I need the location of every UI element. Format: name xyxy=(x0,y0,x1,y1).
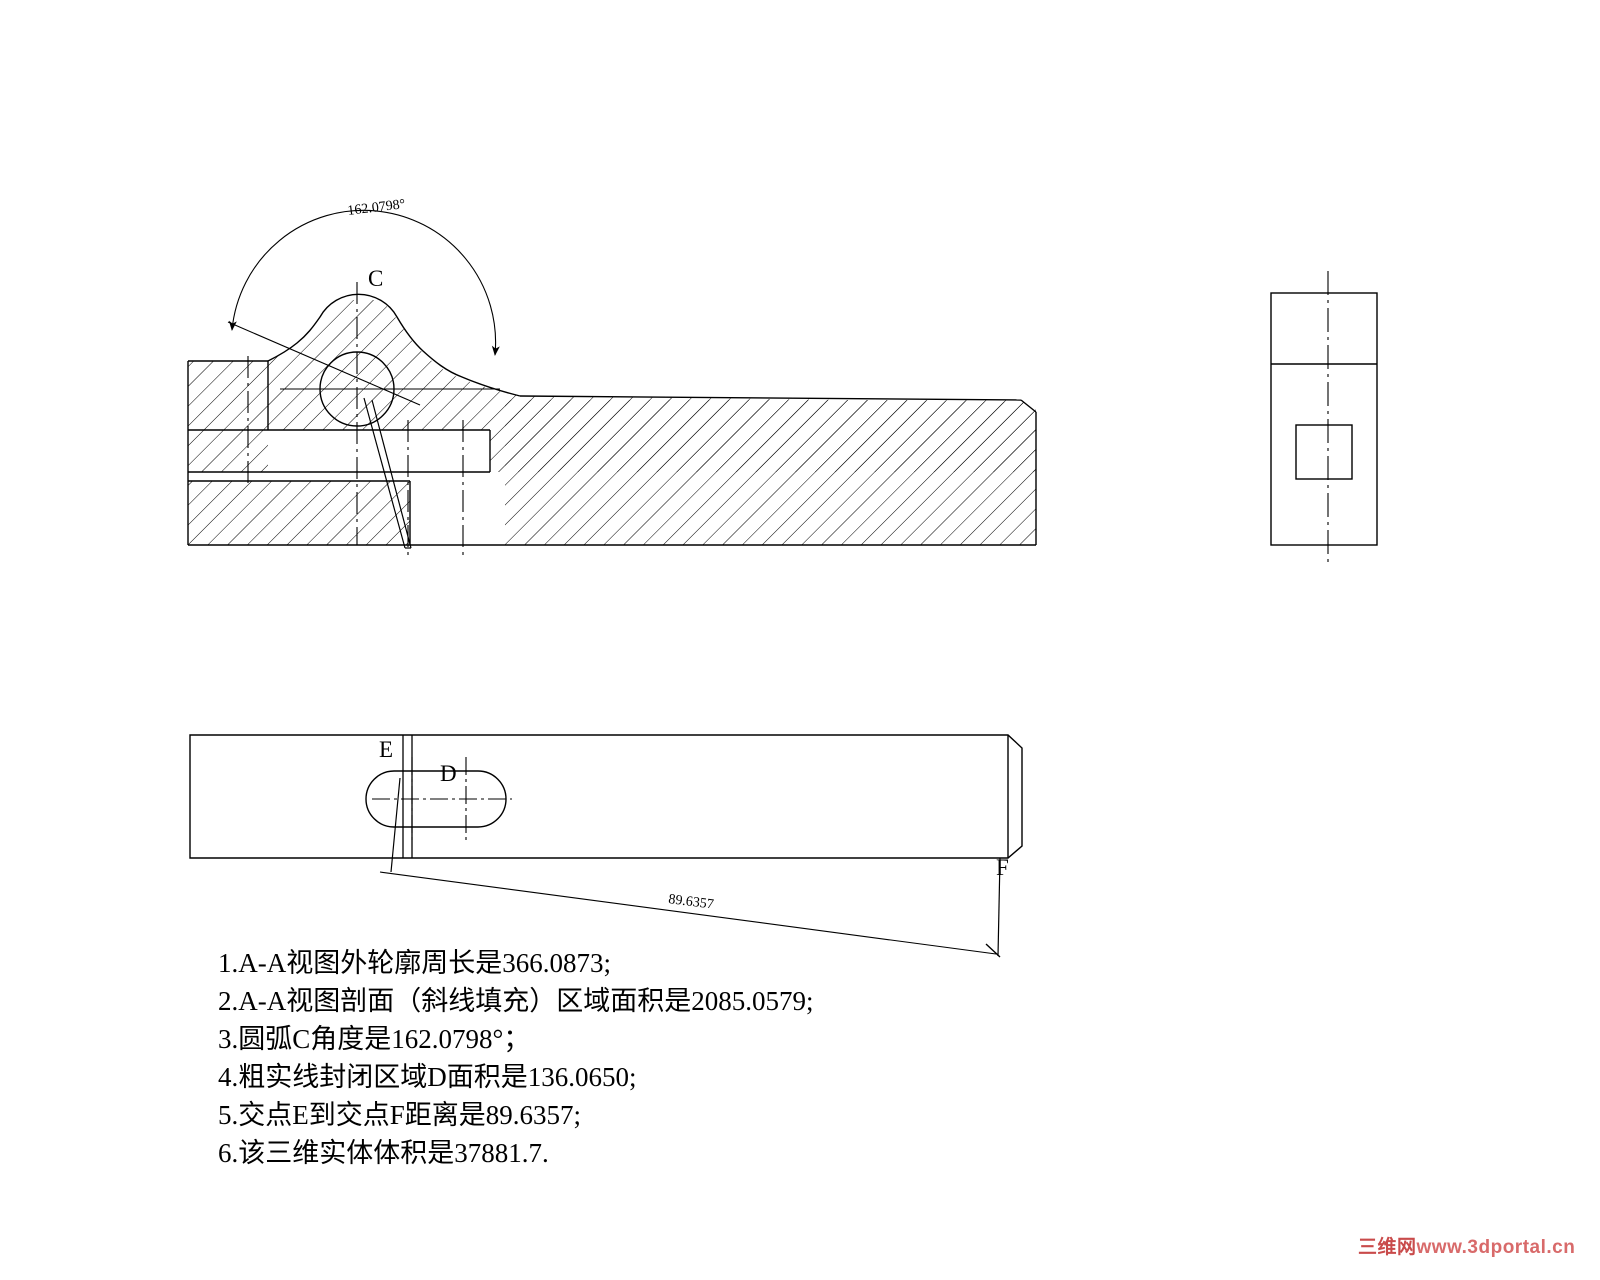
right-side-view-group xyxy=(1270,271,1378,567)
plan-cut-lines xyxy=(402,735,413,858)
angle-dimension-text: 162.0798° xyxy=(347,197,407,219)
angular-dimension-arc xyxy=(228,209,500,356)
watermark-url: www.3dportal.cn xyxy=(1416,1237,1576,1258)
right-view-square-hole xyxy=(1295,424,1353,480)
dimension-ef xyxy=(379,857,1001,958)
watermark-chinese: 三维网 xyxy=(1358,1237,1417,1258)
thin-wedge-feature xyxy=(363,397,412,549)
leader-from-e xyxy=(390,777,401,873)
section-hatching xyxy=(188,300,1036,545)
note-line-6: 6.该三维实体体积是37881.7. xyxy=(218,1138,549,1168)
slot-d-outline xyxy=(365,770,507,828)
note-line-5: 5.交点E到交点F距离是89.6357; xyxy=(218,1100,582,1130)
plan-view-outline xyxy=(189,734,1023,859)
plan-label-f: F xyxy=(996,855,1009,880)
note-line-1: 1.A-A视图外轮廓周长是366.0873; xyxy=(218,948,611,978)
watermark: 三维网www.3dportal.cn xyxy=(1358,1232,1575,1259)
plan-label-e: E xyxy=(379,737,393,762)
note-line-4: 4.粗实线封闭区域D面积是136.0650; xyxy=(218,1062,637,1092)
section-label-c: C xyxy=(368,266,383,291)
section-view-group: 162.0798° xyxy=(187,197,1037,560)
distance-ef-text: 89.6357 xyxy=(668,892,715,912)
note-line-2: 2.A-A视图剖面（斜线填充）区域面积是2085.0579; xyxy=(218,986,814,1016)
right-view-outline xyxy=(1270,292,1378,546)
plan-label-d: D xyxy=(440,761,457,786)
plan-view-group: 89.6357 E D F xyxy=(189,734,1023,958)
note-line-3: 3.圆弧C角度是162.0798°； xyxy=(218,1024,531,1054)
notes-block: 1.A-A视图外轮廓周长是366.0873; 2.A-A视图剖面（斜线填充）区域… xyxy=(218,944,1118,1172)
